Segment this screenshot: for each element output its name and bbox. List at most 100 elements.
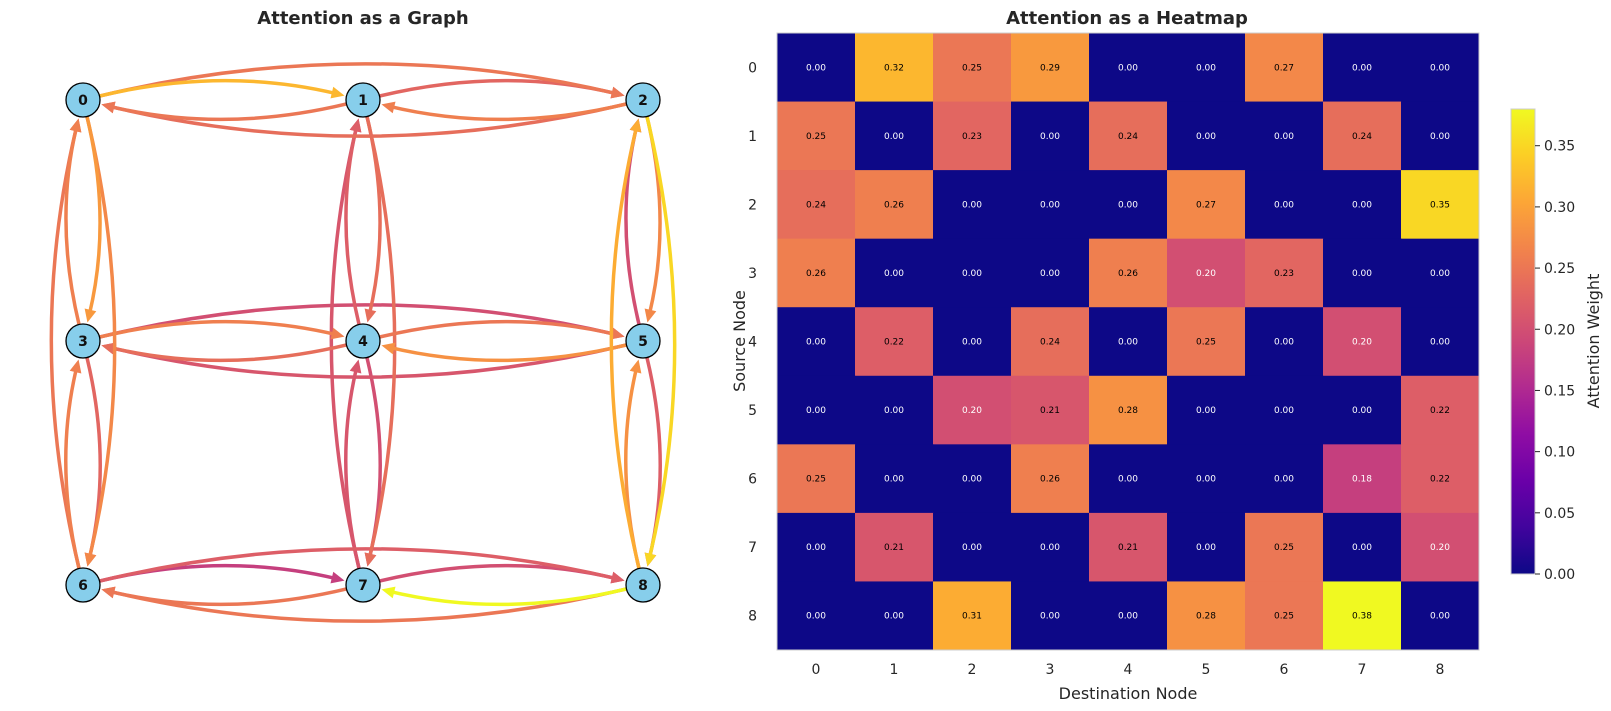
heatmap-cell bbox=[1167, 444, 1246, 514]
heatmap-cell bbox=[933, 101, 1012, 171]
heatmap-cell-label: 0.25 bbox=[1196, 338, 1216, 348]
heatmap-cell bbox=[1245, 512, 1324, 582]
heatmap-cell bbox=[1401, 33, 1480, 103]
heatmap-cell-label: 0.00 bbox=[1274, 200, 1294, 210]
heatmap-cell-label: 0.00 bbox=[1430, 612, 1450, 622]
graph-node-label: 3 bbox=[78, 334, 88, 350]
heatmap-cell-label: 0.00 bbox=[1352, 200, 1372, 210]
heatmap-cell bbox=[1401, 444, 1480, 514]
graph-node-label: 6 bbox=[78, 578, 88, 594]
graph-node-label: 8 bbox=[638, 578, 648, 594]
heatmap-cell bbox=[1089, 101, 1168, 171]
graph-edge bbox=[365, 114, 397, 561]
heatmap-cell bbox=[1089, 375, 1168, 445]
heatmap-cell-label: 0.24 bbox=[1040, 338, 1060, 348]
heatmap-cell bbox=[1089, 581, 1168, 651]
graph-edges bbox=[49, 62, 677, 623]
heatmap-cell-label: 0.27 bbox=[1196, 200, 1216, 210]
heatmap-cell-label: 0.00 bbox=[884, 269, 904, 279]
graph-edge bbox=[97, 62, 619, 98]
heatmap-cell bbox=[1011, 581, 1090, 651]
heatmap-cell-label: 0.25 bbox=[806, 132, 826, 142]
heatmap-cell bbox=[1401, 238, 1480, 308]
graph-node bbox=[625, 323, 661, 359]
heatmap-cell-label: 0.24 bbox=[806, 200, 826, 210]
graph-edge-arrowhead bbox=[364, 552, 377, 567]
heatmap-cell bbox=[1167, 307, 1246, 377]
heatmap-cell-label: 0.00 bbox=[806, 406, 826, 416]
graph-edge bbox=[107, 102, 629, 138]
graph-node-label: 7 bbox=[358, 578, 368, 594]
heatmap-cell bbox=[1167, 170, 1246, 240]
y-tick-label: 7 bbox=[748, 540, 757, 556]
graph-edge bbox=[344, 365, 361, 571]
x-tick-label: 2 bbox=[968, 662, 977, 678]
heatmap-cell-label: 0.00 bbox=[1118, 475, 1138, 485]
heatmap-cell-label: 0.25 bbox=[962, 63, 982, 73]
heatmap-cell bbox=[1323, 581, 1402, 651]
heatmap-cell-label: 0.20 bbox=[962, 406, 982, 416]
heatmap-cell bbox=[1323, 375, 1402, 445]
colorbar-tick-label: 0.10 bbox=[1544, 445, 1575, 461]
graph-edge bbox=[609, 124, 641, 571]
heatmap-cell-label: 0.00 bbox=[962, 475, 982, 485]
heatmap-cell bbox=[1323, 238, 1402, 308]
heatmap-cell bbox=[1245, 238, 1324, 308]
heatmap-cell bbox=[933, 512, 1012, 582]
heatmap-cell bbox=[1245, 307, 1324, 377]
graph-edge bbox=[85, 114, 117, 561]
heatmap-cell-label: 0.00 bbox=[884, 406, 904, 416]
colorbar-ticks: 0.000.050.100.150.200.250.300.35 bbox=[1535, 139, 1575, 583]
graph-edge bbox=[85, 355, 102, 561]
heatmap-cell bbox=[1089, 170, 1168, 240]
heatmap-cell-label: 0.22 bbox=[1430, 475, 1450, 485]
graph-edge-arrowhead bbox=[84, 308, 97, 323]
graph-node bbox=[345, 323, 381, 359]
heatmap-cell bbox=[1089, 307, 1168, 377]
graph-node bbox=[625, 82, 661, 118]
graph-edge bbox=[387, 343, 629, 363]
heatmap-cell-label: 0.28 bbox=[1118, 406, 1138, 416]
x-tick-label: 5 bbox=[1202, 662, 1211, 678]
heatmap-cell-label: 0.32 bbox=[884, 63, 904, 73]
heatmap-cell-label: 0.00 bbox=[1274, 132, 1294, 142]
heatmap-cell-label: 0.38 bbox=[1352, 612, 1372, 622]
heatmap-cell bbox=[1323, 444, 1402, 514]
heatmap-cell-label: 0.00 bbox=[806, 338, 826, 348]
y-tick-label: 1 bbox=[748, 129, 757, 145]
heatmap-cell bbox=[1245, 581, 1324, 651]
x-tick-label: 7 bbox=[1358, 662, 1367, 678]
heatmap-cell-label: 0.23 bbox=[962, 132, 982, 142]
heatmap-cell-label: 0.00 bbox=[884, 132, 904, 142]
heatmap-cell bbox=[1401, 307, 1480, 377]
graph-node-label: 5 bbox=[638, 334, 648, 350]
graph-edge-arrowhead bbox=[644, 552, 657, 567]
heatmap-cell-label: 0.24 bbox=[1118, 132, 1138, 142]
heatmap-cell-label: 0.21 bbox=[1118, 543, 1138, 553]
heatmap-cell-label: 0.00 bbox=[1274, 406, 1294, 416]
heatmap-cell bbox=[1011, 33, 1090, 103]
y-tick-label: 2 bbox=[748, 197, 757, 213]
heatmap-cell bbox=[1089, 444, 1168, 514]
graph-edge bbox=[377, 78, 619, 98]
graph-edge-arrowhead bbox=[364, 308, 377, 323]
heatmap-cell bbox=[1089, 512, 1168, 582]
heatmap-cell-label: 0.21 bbox=[1040, 406, 1060, 416]
graph-node-label: 4 bbox=[358, 334, 368, 350]
y-axis-label: Source Node bbox=[730, 290, 749, 392]
graph-edge bbox=[97, 303, 619, 339]
graph-node bbox=[65, 323, 101, 359]
graph-edge bbox=[645, 114, 677, 561]
heatmap-cell bbox=[1167, 101, 1246, 171]
graph-edge bbox=[107, 343, 629, 379]
heatmap-cell bbox=[1011, 170, 1090, 240]
colorbar-tick-label: 0.05 bbox=[1544, 506, 1575, 522]
graph-edge bbox=[64, 365, 81, 571]
graph-title: Attention as a Graph bbox=[257, 8, 468, 29]
graph-node bbox=[625, 567, 661, 603]
heatmap-cell-label: 0.31 bbox=[962, 612, 982, 622]
heatmap-cell-label: 0.00 bbox=[1118, 200, 1138, 210]
heatmap-cell bbox=[855, 444, 934, 514]
